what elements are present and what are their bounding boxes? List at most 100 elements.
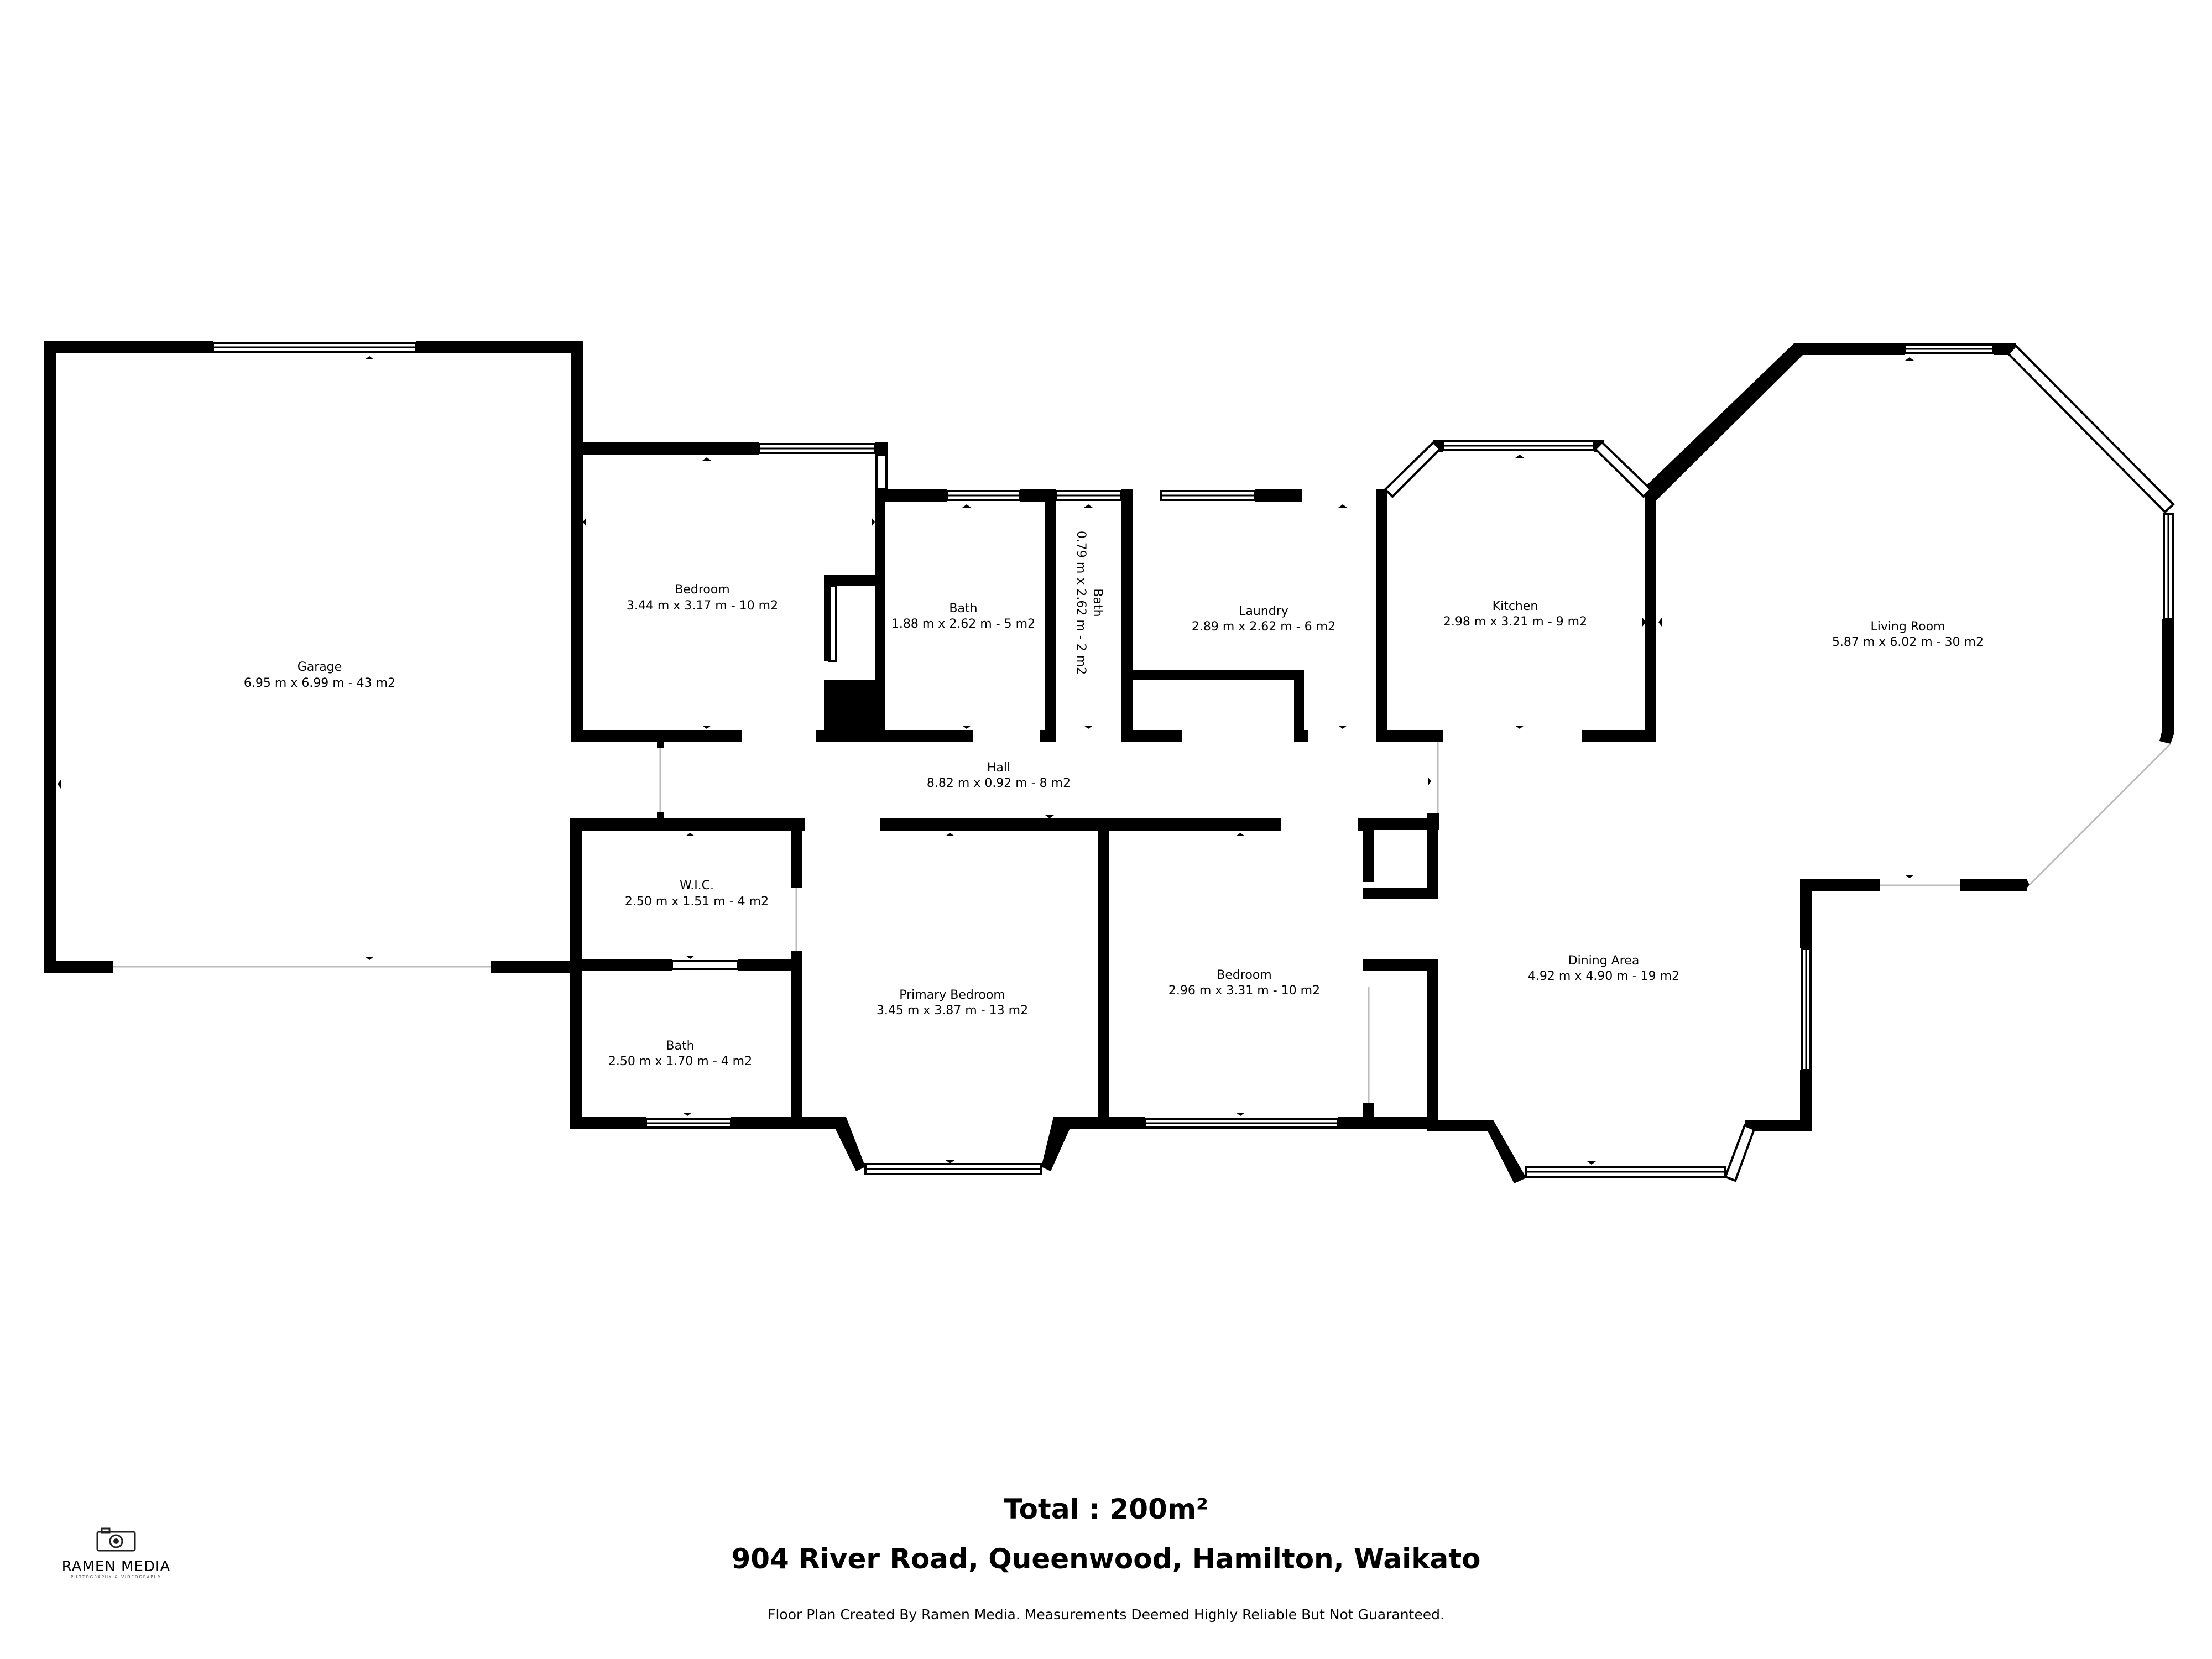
laundry-inner-right: [1294, 670, 1304, 742]
dining-wall-right: [1800, 879, 1812, 948]
room-dims-primary: 3.45 m x 3.87 m - 13 m2: [877, 1004, 1028, 1018]
window-kitchen-left: [1384, 441, 1442, 498]
doors: [113, 585, 2172, 1103]
bath-top-wall-bottom-end: [1040, 730, 1056, 742]
bath-top-wall-top-a: [875, 489, 947, 502]
room-dims-bath-top: 1.88 m x 2.62 m - 5 m2: [891, 617, 1035, 631]
room-name-bedroom-top: Bedroom: [675, 583, 730, 597]
room-name-kitchen: Kitchen: [1493, 599, 1538, 613]
room-labels: Garage 6.95 m x 6.99 m - 43 m2 Bedroom 3…: [244, 531, 1984, 1068]
primary-bay-left: [835, 1117, 865, 1171]
living-wall-top: [1794, 343, 1905, 355]
dining-divider-top: [1363, 818, 1438, 830]
camera-icon: [96, 1527, 136, 1552]
room-dims-bedroom-bottom: 2.96 m x 3.31 m - 10 m2: [1168, 984, 1320, 998]
window-living-diagonal: [2007, 344, 2175, 514]
room-dims-bath-small: 0.79 m x 2.62 m - 2 m2: [1074, 531, 1088, 675]
room-name-laundry: Laundry: [1239, 604, 1288, 618]
room-dims-hall: 8.82 m x 0.92 m - 8 m2: [927, 776, 1071, 790]
wic-wall-divider-a: [570, 959, 672, 971]
kitchen-wall-right: [1645, 489, 1656, 742]
garage-wall-right: [571, 341, 583, 742]
room-name-garage: Garage: [298, 660, 342, 674]
window-dining-bay-right: [1724, 1124, 1756, 1182]
laundry-wall-left: [1121, 489, 1133, 742]
room-dims-garage: 6.95 m x 6.99 m - 43 m2: [244, 676, 395, 690]
bath-top-wall-right: [1045, 489, 1056, 742]
dining-wall-bottom-right: [1745, 1120, 1811, 1131]
bedroom-top-wall-bottom: [571, 730, 742, 742]
room-label-bath-small: Bath 0.79 m x 2.62 m - 2 m2: [1074, 531, 1104, 675]
room-name-bath-top: Bath: [949, 602, 977, 615]
garage-wall-bottom-right: [491, 961, 571, 973]
bath-bottom-wall-bottom-a: [570, 1117, 646, 1129]
dining-wall-left-upper: [1427, 824, 1438, 893]
laundry-wall-bottom-b: [1294, 730, 1308, 742]
wic-wall-right-lower: [791, 951, 802, 1128]
room-name-wic: W.I.C.: [680, 879, 714, 893]
kitchen-wall-bottom-right: [1582, 730, 1656, 742]
walls: [44, 341, 2174, 1183]
room-dims-bedroom-top: 3.44 m x 3.17 m - 10 m2: [627, 599, 778, 613]
garage-wall-bottom-left: [44, 961, 113, 973]
garage-wall-top-right: [416, 341, 583, 353]
hall-left-stub-bottom: [657, 812, 664, 818]
garage-wall-left: [44, 341, 56, 973]
total-area: Total : 200m²: [1004, 1493, 1208, 1525]
laundry-wall-bottom: [1121, 730, 1182, 742]
kitchen-wall-left: [1376, 489, 1387, 742]
living-wall-bottom-a: [1800, 879, 1880, 891]
laundry-inner-top: [1133, 670, 1304, 680]
room-name-bedroom-bottom: Bedroom: [1217, 968, 1272, 982]
dining-wall-left-stub-lower: [1363, 959, 1438, 971]
kitchen-wall-bottom-left: [1376, 730, 1437, 742]
room-name-hall: Hall: [987, 761, 1010, 775]
living-wall-corner-right: [2159, 730, 2174, 744]
room-name-bath-bottom: Bath: [666, 1039, 694, 1053]
hall-right-stub: [1430, 730, 1443, 742]
bath-top-wall-bottom: [885, 730, 973, 742]
dining-wall-bay-left: [1438, 1120, 1526, 1183]
bedroom-bottom-wall-right: [1363, 818, 1374, 882]
hall-wall-bottom: [880, 818, 1281, 831]
room-dims-bath-bottom: 2.50 m x 1.70 m - 4 m2: [608, 1055, 752, 1068]
wic-door: [671, 960, 739, 970]
living-wall-bottom-b: [1960, 879, 2027, 891]
room-name-primary: Primary Bedroom: [899, 988, 1005, 1002]
window-bedroom-side: [875, 453, 888, 491]
primary-wall-right: [1098, 818, 1109, 1117]
room-dims-dining: 4.92 m x 4.90 m - 19 m2: [1528, 969, 1679, 983]
wic-wall-divider-b: [738, 959, 799, 971]
living-wall-corner-bottom: [2017, 879, 2030, 891]
dining-wall-left-lower: [1427, 959, 1438, 1131]
living-wall-diagonal-top-left: [1645, 343, 1804, 500]
closet-block: [824, 680, 885, 742]
laundry-wall-top: [1255, 489, 1302, 502]
dimension-ticks: [58, 356, 1914, 1165]
bath-bottom-wall-bottom-b: [731, 1117, 842, 1129]
wic-wall-top: [570, 818, 805, 831]
bath-top-wall-left: [875, 489, 885, 742]
living-wall-right: [2162, 619, 2174, 733]
garage-wall-top-left: [44, 341, 213, 353]
logo-tagline: PHOTOGRAPHY & VIDEOGRAPHY: [71, 1575, 161, 1579]
dining-wall-left-stub-upper: [1363, 888, 1438, 899]
bedroom-top-wall-top: [571, 442, 759, 455]
room-dims-kitchen: 2.98 m x 3.21 m - 9 m2: [1443, 615, 1587, 629]
closet-wall-top: [824, 575, 885, 586]
room-dims-laundry: 2.89 m x 2.62 m - 6 m2: [1192, 620, 1335, 634]
windows: [212, 342, 2175, 1182]
bedroom-top-wall-top-right: [875, 442, 888, 455]
room-dims-wic: 2.50 m x 1.51 m - 4 m2: [625, 895, 769, 909]
bottom-wall-bedroom-right: [1338, 1117, 1438, 1129]
window-kitchen-right: [1594, 441, 1652, 498]
hall-left-stub-top: [657, 741, 664, 748]
disclaimer: Floor Plan Created By Ramen Media. Measu…: [768, 1606, 1444, 1623]
room-name-dining: Dining Area: [1568, 954, 1640, 968]
property-address: 904 River Road, Queenwood, Hamilton, Wai…: [731, 1543, 1481, 1575]
closet-door: [828, 585, 837, 662]
room-name-bath-small: Bath: [1091, 588, 1104, 617]
logo-name: RAMEN MEDIA: [61, 1558, 171, 1575]
dining-wall-right-lower: [1800, 1070, 1812, 1131]
